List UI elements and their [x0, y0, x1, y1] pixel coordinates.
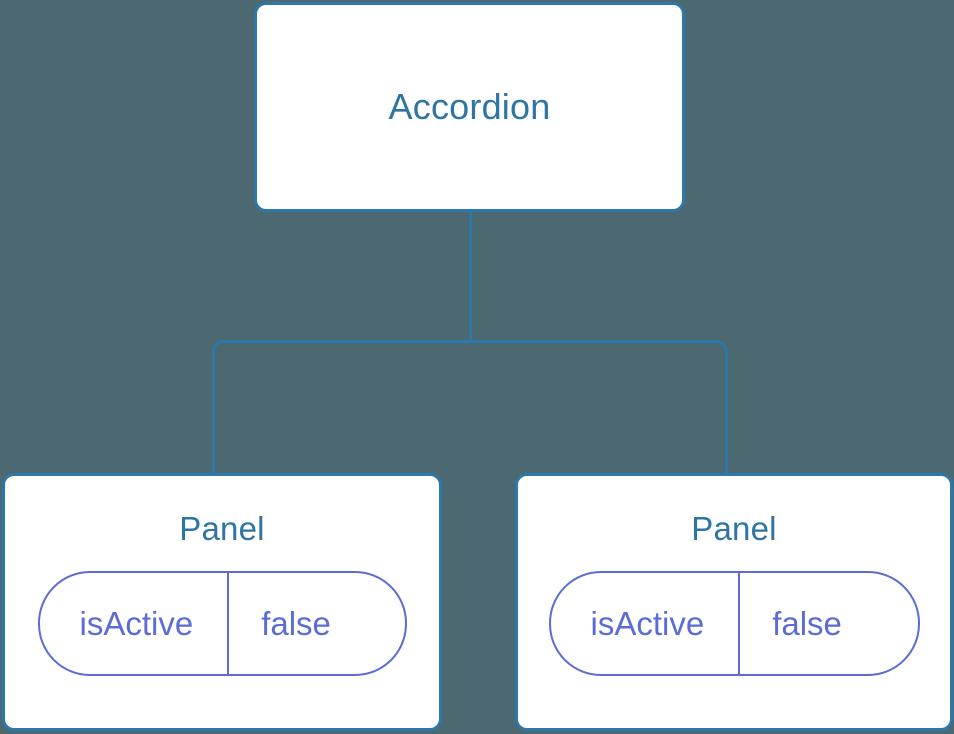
- node-accordion[interactable]: Accordion: [254, 2, 685, 212]
- node-title-panel-right: Panel: [691, 510, 777, 547]
- node-panel-left[interactable]: Panel isActive false: [2, 473, 442, 731]
- node-title-panel-left: Panel: [179, 510, 265, 547]
- prop-value-isactive-right: false: [738, 573, 882, 674]
- prop-pill-isactive-left[interactable]: isActive false: [37, 571, 407, 676]
- node-panel-right[interactable]: Panel isActive false: [515, 473, 953, 731]
- prop-key-isactive-left: isActive: [79, 605, 194, 642]
- prop-value-isactive-left: false: [227, 573, 371, 674]
- connector-split-to-left-panel: [212, 340, 471, 474]
- prop-pill-isactive-right[interactable]: isActive false: [548, 571, 920, 676]
- prop-key-isactive-right: isActive: [590, 605, 705, 642]
- connector-split-to-right-panel: [470, 340, 728, 474]
- node-title-accordion: Accordion: [388, 86, 551, 127]
